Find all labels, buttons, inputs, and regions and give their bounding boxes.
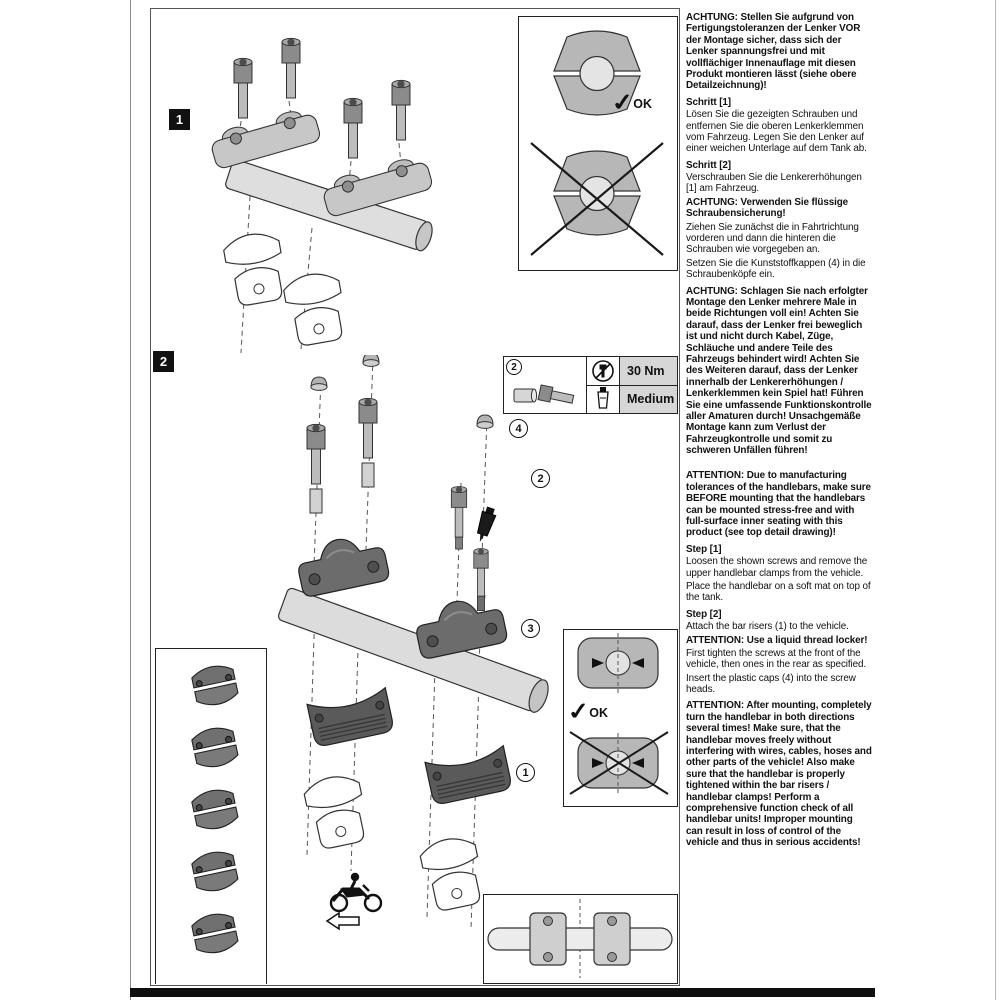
en-step2-warning: ATTENTION: Use a liquid thread locker!: [686, 634, 868, 646]
stock-lower-clamp: [417, 833, 488, 914]
de-warning-pre: ACHTUNG: Stellen Sie aufgrund von Fertig…: [686, 12, 861, 92]
step2-badge: 2: [153, 351, 174, 372]
clamp-variant-icons: [189, 661, 240, 957]
handlebar-tube: [277, 587, 549, 713]
clamp-plate: [593, 912, 631, 966]
en-step2-body3: Insert the plastic caps (4) into the scr…: [686, 672, 856, 696]
threadlocker-bottle: [476, 506, 497, 543]
clamp-variant-icon: [189, 723, 240, 771]
torque-value: 30 Nm: [619, 357, 677, 385]
en-step1-body2: Place the handlebar on a soft mat on top…: [686, 580, 871, 604]
short-screw: [450, 486, 468, 550]
language-divider-gap: [686, 461, 872, 470]
spacer-sleeve-glyph: [513, 388, 538, 403]
stock-lower-clamp: [221, 229, 290, 309]
plastic-cap: [310, 376, 328, 391]
bar-riser-bottom-knurled: [424, 745, 514, 807]
clamp-variant-icon: [189, 909, 240, 957]
check-icon: ✓: [566, 696, 592, 726]
direction-arrow-icon: [325, 911, 360, 931]
ok-label: OK: [633, 97, 653, 112]
torque-row: 30 Nm: [587, 357, 677, 385]
en-warning-post: ATTENTION: After mounting, completely tu…: [686, 700, 872, 849]
bottom-print-bar: [130, 988, 875, 997]
tighten-order-figures: [569, 633, 669, 795]
bar-riser-top: [410, 591, 510, 661]
clamp-variant-icon: [189, 785, 240, 833]
seating-detail-box: ✓ OK: [518, 16, 678, 271]
tighten-wrong-figure: [569, 731, 669, 795]
short-screw: [473, 548, 489, 612]
de-step1-title: Schritt [1]: [686, 96, 731, 108]
de-step2-body1: Verschrauben Sie die Lenkererhöhungen [1…: [686, 172, 862, 195]
motorcycle-glyph: [329, 872, 383, 913]
left-margin-rule: [130, 0, 131, 1000]
torque-spec-box: 2: [503, 356, 678, 414]
seating-detail-figures: [530, 30, 664, 256]
ok-label: OK: [589, 706, 609, 721]
plastic-cap: [476, 414, 494, 429]
riser-screw: [358, 397, 378, 488]
en-step2-body2: First tighten the screws at the front of…: [686, 647, 867, 671]
handlebar-topview-figure: [487, 899, 673, 978]
en-warning-pre: ATTENTION: Due to manufacturing toleranc…: [686, 470, 871, 539]
upper-clamp-front: [207, 104, 323, 171]
step1-badge: 1: [169, 109, 190, 130]
de-step2-body3: Setzen Sie die Kunststoffkappen (4) in d…: [686, 257, 866, 281]
stock-lower-clamp: [301, 771, 372, 852]
bar-riser-top: [292, 529, 392, 599]
cross-out-icon: [530, 142, 664, 256]
clamp-screw: [391, 79, 411, 141]
en-step2-body1: Attach the bar risers (1) to the vehicle…: [686, 621, 849, 633]
threadlocker-grade: Medium: [619, 385, 677, 413]
no-grease-screw-icon: [587, 357, 619, 385]
callout-2: 2: [531, 469, 550, 488]
callout-4: 4: [509, 419, 528, 438]
clamp-variants-box: [155, 648, 267, 984]
tighten-order-box: ✓ OK: [563, 629, 678, 807]
de-step2-warning: ACHTUNG: Verwenden Sie flüssige Schraube…: [686, 196, 849, 220]
de-step2-body2: Ziehen Sie zunächst die in Fahrtrichtung…: [686, 221, 859, 256]
screw-sleeve-cell: 2: [504, 357, 586, 413]
de-warning-post: ACHTUNG: Schlagen Sie nach erfolgter Mon…: [686, 285, 872, 457]
instructions-column: ACHTUNG: Stellen Sie aufgrund von Fertig…: [686, 12, 872, 986]
ok-mark: ✓ OK: [610, 87, 653, 117]
en-step1-body1: Loosen the shown screws and remove the u…: [686, 556, 868, 579]
stock-lower-clamp: [281, 269, 350, 349]
clamp-variant-icon: [189, 661, 240, 709]
screw-glyph: [537, 384, 575, 404]
de-step1-body: Lösen Sie die gezeigten Schrauben und en…: [686, 109, 867, 155]
clamp-crosssection-ok: [553, 30, 641, 116]
check-icon: ✓: [610, 87, 636, 117]
clamp-crosssection-wrong: [553, 150, 641, 236]
threadlocker-row: Medium: [587, 384, 677, 414]
clamp-plate: [529, 912, 567, 966]
bar-riser-bottom-knurled: [306, 687, 396, 749]
handlebar-tube: [487, 927, 673, 951]
motorcycle-icon: [325, 872, 383, 931]
callout-3: 3: [521, 619, 540, 638]
en-step1-title: Step [1]: [686, 543, 722, 555]
plastic-cap: [362, 355, 380, 367]
torque-item-callout: 2: [506, 359, 522, 375]
illustration-frame: 1 2: [150, 8, 680, 986]
threadlocker-bottle-icon: [587, 386, 619, 414]
clamp-screw: [343, 97, 363, 159]
screw-sleeve-icon: [513, 384, 575, 404]
de-step2-title: Schritt [2]: [686, 159, 731, 171]
handlebar-topview-box: [483, 894, 678, 984]
en-step2-title: Step [2]: [686, 608, 722, 620]
riser-screw: [306, 423, 326, 514]
step2-exploded-diagram: [277, 355, 549, 930]
callout-1: 1: [516, 763, 535, 782]
clamp-screw: [281, 37, 301, 99]
clamp-variant-icon: [189, 847, 240, 895]
ok-mark: ✓ OK: [566, 696, 609, 726]
step1-exploded-diagram: [207, 37, 435, 354]
right-margin-rule: [995, 0, 996, 1000]
tighten-ok-figure: [577, 633, 659, 693]
cross-out-icon: [569, 731, 669, 795]
clamp-screw: [233, 57, 253, 119]
